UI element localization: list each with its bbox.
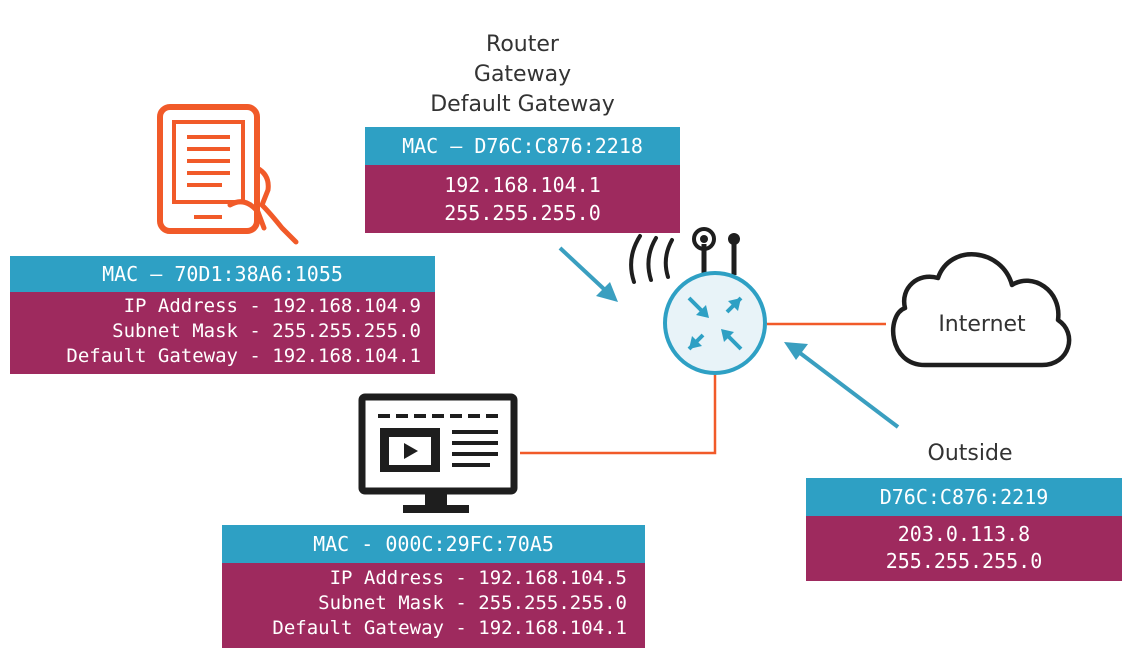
router-desktop-link [520,366,717,455]
desktop-mask-line: Subnet Mask - 255.255.255.0 [318,592,627,614]
outside-mask: 255.255.255.0 [885,549,1043,573]
tablet-hand-icon [157,104,299,245]
monitor-video-icon [358,393,518,513]
cloud-icon [891,252,1072,368]
outside-info-arrow [784,342,900,429]
router-icon [663,271,767,375]
desktop-mac-header: MAC - 000C:29FC:70A5 [222,525,645,563]
outside-ip: 203.0.113.8 [897,522,1031,546]
tablet-gateway-line: Default Gateway - 192.168.104.1 [66,345,421,367]
desktop-ip-line: IP Address - 192.168.104.5 [329,567,627,589]
tablet-ip-line: IP Address - 192.168.104.9 [123,295,421,317]
router-antennas-icon [692,227,740,275]
router-mask: 255.255.255.0 [444,201,601,225]
router-label-router: Router [486,32,559,57]
tablet-mac-header: MAC — 70D1:38A6:1055 [10,256,435,292]
router-label: Router Gateway Default Gateway [365,30,680,120]
router-info-box: MAC — D76C:C876:2218 192.168.104.1 255.2… [365,127,680,233]
router-info-body: 192.168.104.1 255.255.255.0 [365,165,680,233]
router-label-default-gateway: Default Gateway [430,92,615,117]
desktop-info-box: MAC - 000C:29FC:70A5 IP Address - 192.16… [222,525,645,648]
tablet-info-box: MAC — 70D1:38A6:1055 IP Address - 192.16… [10,256,435,374]
router-ip: 192.168.104.1 [444,173,601,197]
router-mac-header: MAC — D76C:C876:2218 [365,127,680,165]
outside-mac-header: D76C:C876:2219 [806,478,1122,516]
tablet-info-body: IP Address - 192.168.104.9 Subnet Mask -… [10,292,435,374]
internet-label: Internet [938,312,1026,337]
router-info-arrow [558,246,618,302]
wireless-signal-icon [629,234,674,284]
outside-info-body: 203.0.113.8 255.255.255.0 [806,516,1122,581]
router-label-gateway: Gateway [473,62,572,87]
tablet-mask-line: Subnet Mask - 255.255.255.0 [112,320,421,342]
desktop-info-body: IP Address - 192.168.104.5 Subnet Mask -… [222,563,645,648]
outside-label: Outside [927,441,1013,466]
desktop-gateway-line: Default Gateway - 192.168.104.1 [272,617,627,639]
outside-info-box: D76C:C876:2219 203.0.113.8 255.255.255.0 [806,478,1122,581]
